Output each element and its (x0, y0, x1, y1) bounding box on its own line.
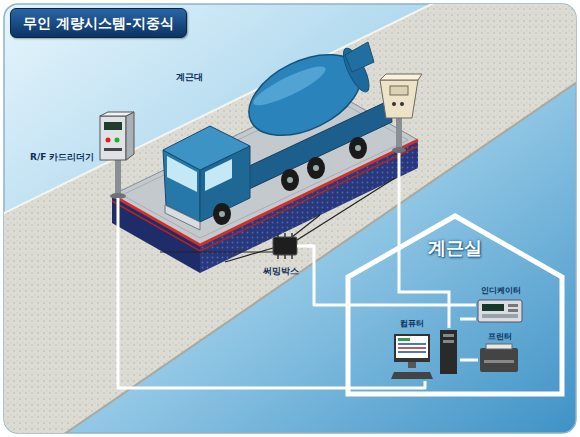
title-text: 무인 계량시스템-지중식 (23, 15, 174, 31)
wheel-hub (219, 211, 225, 217)
printer-slot (484, 360, 514, 363)
signal-wire (460, 318, 476, 321)
pit-rim (112, 140, 418, 245)
indicator: 인디케이터 (476, 285, 526, 325)
reader-top (380, 74, 422, 80)
reader-front (100, 116, 126, 160)
node-label: 써밍박스 (263, 266, 299, 276)
wheel (213, 203, 231, 225)
signal-wire (118, 198, 425, 388)
node-label: 인디케이터 (481, 286, 521, 295)
screen-row (398, 347, 426, 349)
node-label: R/F 카드리더기 (30, 152, 95, 162)
summing-box: 써밍박스 (255, 232, 307, 280)
chip-pin (277, 233, 279, 237)
wheel-hub (287, 177, 293, 183)
label-holder: 계근대 (176, 72, 203, 82)
computer: 컴퓨터 (390, 317, 460, 381)
pc-tower (440, 330, 457, 374)
wheel (281, 169, 299, 191)
reader-panel (390, 86, 408, 95)
reader-lamp (115, 138, 120, 143)
chip-pin (291, 233, 293, 237)
card-reader: R/F 카드리더기 (28, 112, 132, 198)
monitor (394, 334, 430, 362)
node-label: 컴퓨터 (400, 319, 424, 328)
part-label: 계근대 (176, 72, 203, 82)
reader-button (400, 102, 404, 106)
chip-pin (284, 233, 286, 237)
chip-pin (277, 255, 279, 259)
cab-windshield (167, 156, 197, 192)
weighing-room: 계근실인디케이터컴퓨터프린터 (345, 212, 565, 397)
wheel (349, 137, 367, 159)
screen-row (398, 343, 426, 345)
chip-body (273, 237, 297, 255)
reader-side (126, 112, 134, 160)
drum-body (236, 38, 374, 152)
reader-lamp (106, 138, 111, 143)
title-box: 무인 계량시스템-지중식 (10, 8, 187, 38)
loadcell-cable (225, 248, 273, 262)
reader-top (100, 112, 134, 116)
road-surface (4, 4, 576, 433)
keyboard (391, 372, 433, 379)
wheel-hub (355, 145, 361, 151)
drum-highlight (250, 60, 330, 111)
indicator-display (482, 304, 504, 311)
chip-pin (291, 255, 293, 259)
road (4, 4, 576, 433)
mixer-drum (236, 36, 378, 152)
chip-pin (284, 255, 286, 259)
cab-bumper (165, 205, 200, 230)
node-label: 프린터 (488, 332, 512, 341)
screen-row (398, 338, 410, 341)
indicator-device (478, 300, 522, 322)
reader-button (392, 102, 396, 106)
printer-body (480, 348, 518, 372)
wheel (307, 157, 325, 179)
drum-hopper (345, 42, 374, 72)
printer-paper (486, 344, 512, 349)
cab-window (205, 159, 232, 191)
reader-box (380, 80, 418, 118)
node-label: 계근실 (428, 238, 482, 259)
monitor-screen (396, 336, 428, 358)
loadcell-cable (297, 178, 395, 240)
signal-wire (460, 359, 478, 362)
indicator-key (508, 309, 518, 312)
wheel-hub (313, 165, 319, 171)
pc-drive (443, 340, 454, 343)
reader-base (392, 147, 406, 153)
reader-pole (396, 116, 402, 150)
screen-row (398, 351, 426, 353)
reader-display (104, 122, 122, 130)
monitor-stand (408, 362, 416, 368)
printer: 프린터 (478, 330, 522, 375)
pc-drive (443, 334, 454, 337)
road-edge (60, 80, 576, 433)
indicator-key (508, 304, 518, 307)
indicator-keys (482, 314, 518, 318)
reader-pole (115, 158, 121, 196)
house-wall (348, 216, 562, 394)
reader-slot (104, 148, 122, 151)
